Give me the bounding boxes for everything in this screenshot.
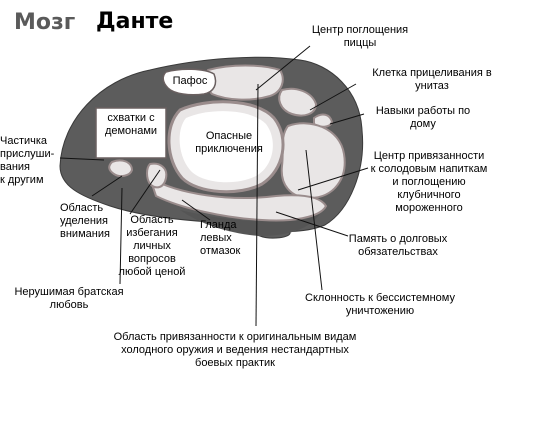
label-avoid: Область избегания личных вопросов любой … [118, 214, 186, 278]
leader-gland [181, 199, 211, 221]
region-schvatki [95, 107, 167, 159]
label-adventures: Опасные приключения [195, 130, 263, 155]
region-malt [280, 122, 346, 200]
region-attention [108, 159, 134, 178]
region-pathos [162, 68, 217, 96]
leader-pizza [255, 45, 311, 91]
label-gland: Гланда левых отмазок [200, 219, 241, 257]
leader-lines [59, 45, 369, 327]
region-adventures-inner [179, 111, 273, 183]
label-housework: Навыки работы по дому [375, 105, 471, 130]
label-brotherly: Нерушимая братская любовь [14, 286, 124, 311]
label-debts: Память о долговых обязательствах [348, 233, 448, 258]
label-malt: Центр привязанности к солодовым напиткам… [370, 150, 488, 214]
label-weapons: Область привязанности к оригинальным вид… [113, 331, 357, 369]
leader-housework [329, 113, 365, 125]
label-pizza: Центр поглощения пиццы [311, 24, 409, 49]
label-schvatki: схватки с демонами [104, 112, 158, 137]
label-destruction: Склонность к бессистемному уничтожению [305, 292, 455, 317]
label-listening: Частичка прислуши- вания к другим [0, 135, 55, 186]
label-pathos: Пафос [172, 75, 208, 87]
leader-destruction [305, 149, 323, 291]
region-pizza [204, 64, 284, 101]
region-listening [112, 151, 119, 157]
leader-avoid [129, 169, 161, 215]
leader-attention [91, 175, 123, 197]
leader-toilet [309, 83, 357, 111]
title-dante: Данте [96, 9, 174, 34]
label-attention: Область уделения внимания [60, 202, 110, 240]
brain-lower-lobe [180, 210, 320, 236]
leader-weapons [255, 83, 259, 327]
region-toilet-aim [278, 87, 318, 117]
region-lower-band [148, 175, 328, 222]
title-brain: Мозг [14, 10, 76, 35]
leader-listening [59, 157, 105, 161]
leader-debts [275, 211, 349, 237]
label-toilet-aim: Клетка прицеливания в унитаз [372, 67, 492, 92]
leader-brotherly [119, 187, 123, 285]
